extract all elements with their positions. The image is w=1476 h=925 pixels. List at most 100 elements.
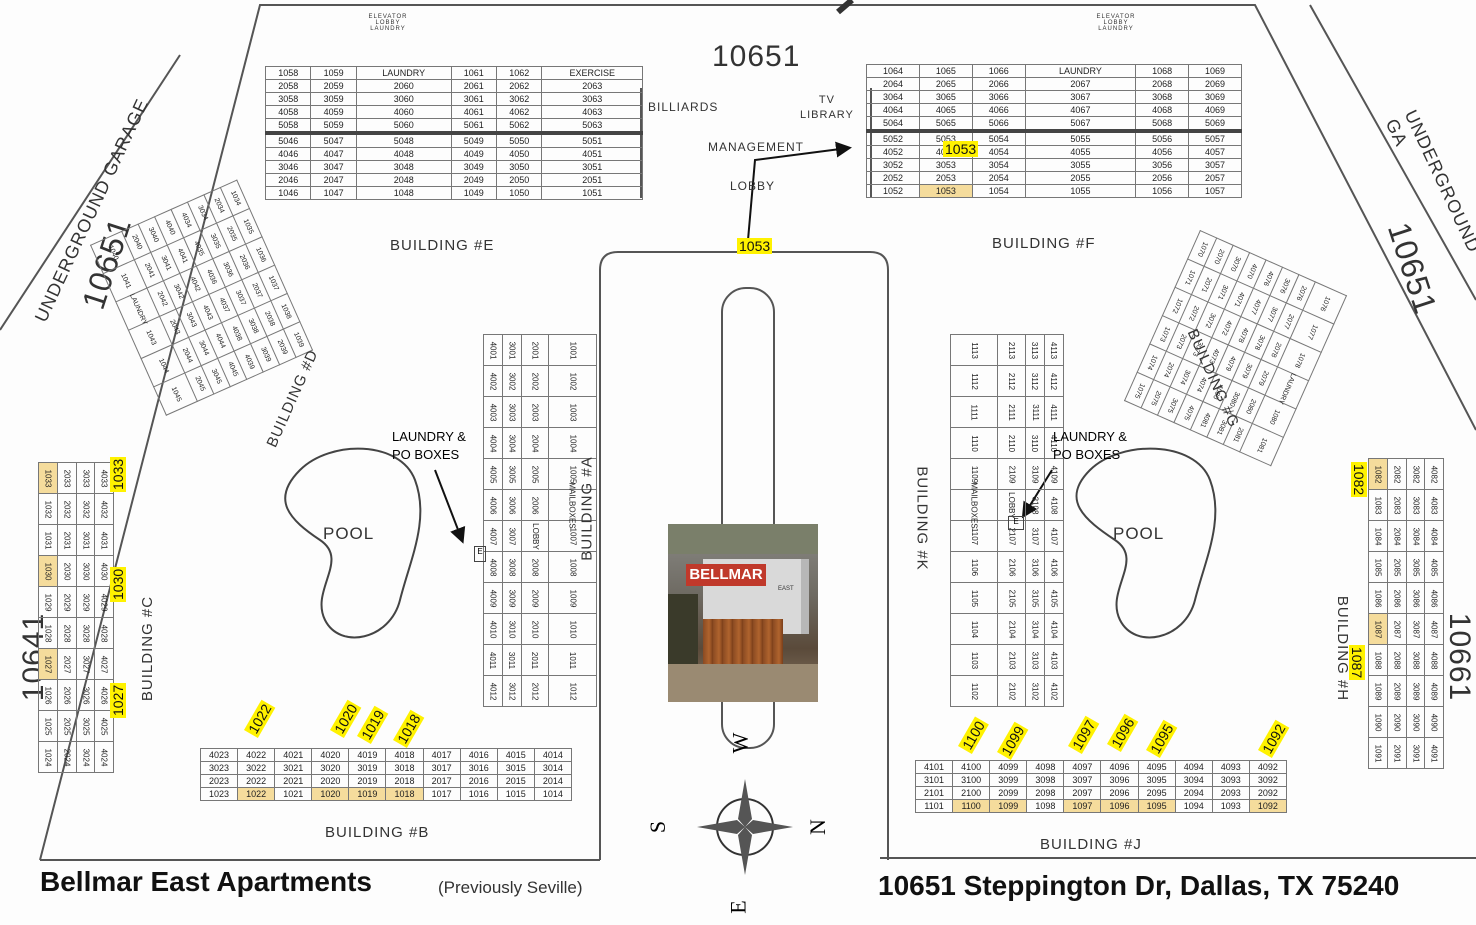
unit-cell: 1052 <box>866 184 920 198</box>
unit-cell: 2085 <box>1386 551 1407 583</box>
unit-cell: 2093 <box>1211 786 1250 800</box>
unit-cell: 2112 <box>997 365 1026 397</box>
unit-cell: 5060 <box>355 118 452 134</box>
unit-cell: 4104 <box>1043 613 1064 645</box>
unit-cell: 1030 <box>38 555 58 587</box>
unit-cell: 2086 <box>1386 582 1407 614</box>
unit-cell: 4024 <box>94 741 115 773</box>
unit-cell: 2058 <box>264 79 312 93</box>
unit-cell: 3110 <box>1024 427 1045 459</box>
unit-cell: 1061 <box>450 66 498 80</box>
unit-cell: 2099 <box>989 786 1028 800</box>
unit-cell: 2028 <box>56 617 77 649</box>
unit-cell: 2097 <box>1063 786 1102 800</box>
sign-photo: BELLMAR EAST <box>668 524 818 702</box>
unit-cell: 1093 <box>1211 799 1250 813</box>
unit-cell: 4108 <box>1043 489 1064 521</box>
unit-cell: 5065 <box>918 116 973 132</box>
unit-cell: 1102 <box>949 675 999 707</box>
unit-cell: 2004 <box>520 427 550 459</box>
unit-cell: 3029 <box>75 586 96 618</box>
unit-cell: 1011 <box>548 644 597 676</box>
unit-cell: 1094 <box>1174 799 1213 813</box>
unit-cell: 1085 <box>1368 551 1388 583</box>
unit-cell: 3055 <box>1024 158 1137 172</box>
unit-cell: 3092 <box>1248 773 1288 787</box>
unit-cell: 2098 <box>1026 786 1065 800</box>
unit-cell: 2063 <box>541 79 643 93</box>
unit-cell: 4012 <box>483 675 503 707</box>
unit-cell: 3024 <box>75 741 96 773</box>
unit-cell: 3014 <box>533 761 573 775</box>
unit-cell: 4087 <box>1424 613 1445 645</box>
compass-east: E <box>725 900 751 914</box>
unit-cell: 3102 <box>1024 675 1045 707</box>
unit-cell: 3021 <box>274 761 313 775</box>
unit-cell: 4102 <box>1043 675 1064 707</box>
unit-cell: 2083 <box>1386 489 1407 521</box>
unit-cell: 1069 <box>1188 64 1242 78</box>
pool-right-shape <box>1075 447 1217 639</box>
management-label: MANAGEMENT <box>708 140 805 154</box>
unit-cell: 1012 <box>548 675 597 707</box>
unit-cell: 2012 <box>520 675 550 707</box>
unit-cell: 3012 <box>501 675 522 707</box>
building-c-label: BUILDING #C <box>139 595 157 702</box>
tag-1053: 1053 <box>943 141 979 157</box>
unit-cell: 5069 <box>1188 116 1242 132</box>
unit-cell: 4084 <box>1424 520 1445 552</box>
unit-cell: 1103 <box>949 644 999 676</box>
unit-cell: 2055 <box>1024 171 1137 185</box>
tag-1030: 1030 <box>110 566 126 602</box>
unit-cell: 2089 <box>1386 675 1407 707</box>
unit-cell: 1008 <box>548 551 597 583</box>
unit-cell: 1033 <box>38 462 58 494</box>
unit-cell: 4048 <box>355 147 452 161</box>
unit-cell: 1002 <box>548 365 597 397</box>
unit-cell: 4008 <box>483 551 503 583</box>
building-b-label: BUILDING #B <box>325 824 430 841</box>
unit-cell: 5057 <box>1188 129 1242 146</box>
unit-cell: 1049 <box>450 186 498 200</box>
unit-cell: 3001 <box>501 334 522 366</box>
unit-cell: 4046 <box>264 147 312 161</box>
unit-cell: 2014 <box>533 774 573 788</box>
building-f-label: BUILDING #F <box>992 235 1096 252</box>
unit-cell: 3111 <box>1024 396 1045 428</box>
unit-cell: 4100 <box>952 760 991 774</box>
unit-cell: 1084 <box>1368 520 1388 552</box>
tag-1033: 1033 <box>110 456 126 492</box>
unit-cell: 2104 <box>997 613 1026 645</box>
unit-cell: 1065 <box>918 64 973 78</box>
unit-cell: 3005 <box>501 458 522 490</box>
unit-cell: 1054 <box>971 184 1026 198</box>
unit-cell: 2049 <box>450 173 498 187</box>
footer-subtitle: (Previously Seville) <box>438 878 583 897</box>
unit-cell: LOBBY <box>520 520 550 552</box>
unit-cell: 1009 <box>548 582 597 614</box>
unit-cell: 1107 <box>949 520 999 552</box>
unit-cell: 1086 <box>1368 582 1388 614</box>
